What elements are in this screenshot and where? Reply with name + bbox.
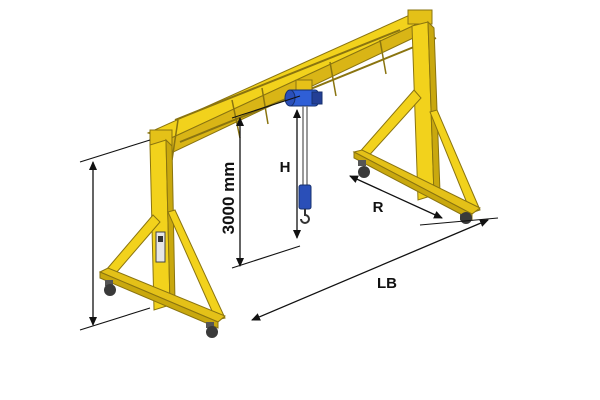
hoist-height-dimension: H bbox=[280, 109, 301, 239]
wheel-icon bbox=[206, 326, 218, 338]
left-wheels bbox=[104, 280, 218, 338]
beam-length-label: LB bbox=[377, 275, 397, 292]
wheel-icon bbox=[460, 212, 472, 224]
height-3000-dimension: 3000 mm bbox=[219, 95, 301, 269]
base-width-dimension: R bbox=[349, 175, 443, 219]
hoist-trolley bbox=[284, 79, 323, 224]
wheel-icon bbox=[358, 166, 370, 178]
hoist-height-label: H bbox=[280, 159, 291, 176]
control-pendant bbox=[155, 231, 166, 263]
left-leg bbox=[98, 138, 226, 329]
base-width-label: R bbox=[373, 199, 384, 216]
wheel-icon bbox=[104, 284, 116, 296]
beam-length-dimension: LB bbox=[251, 217, 499, 321]
hook-block bbox=[298, 184, 312, 210]
hook-icon bbox=[300, 209, 310, 224]
overall-height-dimension bbox=[79, 139, 151, 331]
height-value-label: 3000 mm bbox=[219, 162, 238, 235]
